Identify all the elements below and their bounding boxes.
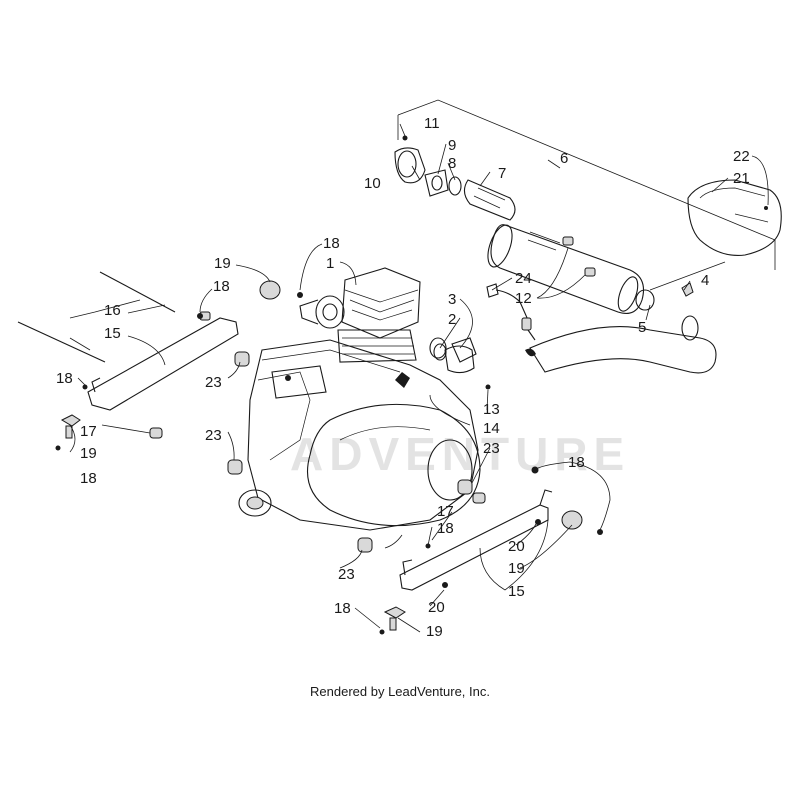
callout-19-right: 19 [508, 560, 525, 577]
callout-6: 6 [560, 150, 568, 167]
callout-23-c: 23 [483, 440, 500, 457]
callout-18-bottom: 18 [334, 600, 351, 617]
callout-19-top: 19 [214, 255, 231, 272]
callout-5: 5 [638, 319, 646, 336]
callout-18-rear-mid: 18 [437, 520, 454, 537]
callout-19-bottom: 19 [426, 623, 443, 640]
callout-20-b: 20 [428, 599, 445, 616]
leader-lines [69, 123, 769, 633]
callout-15-front: 15 [104, 325, 121, 342]
header-pipe-parts [394, 135, 516, 221]
callout-18-left-bottom: 18 [80, 470, 97, 487]
oxygen-sensor [486, 283, 536, 341]
callout-18-left-top: 18 [213, 278, 230, 295]
callout-17-rear: 17 [437, 503, 454, 520]
callout-2: 2 [448, 311, 456, 328]
heat-shield [687, 179, 782, 256]
callout-23-d: 23 [338, 566, 355, 583]
callout-24: 24 [515, 270, 532, 287]
callout-23-a: 23 [205, 374, 222, 391]
engine-assembly [238, 267, 481, 531]
callout-18-left-mid: 18 [56, 370, 73, 387]
callout-16: 16 [104, 302, 121, 319]
callout-12: 12 [515, 290, 532, 307]
callout-20-a: 20 [508, 538, 525, 555]
callout-19-left: 19 [80, 445, 97, 462]
tail-pipe [525, 282, 717, 374]
callout-3: 3 [448, 291, 456, 308]
muffler-body [487, 224, 645, 315]
exhaust-assembly-bracket [397, 99, 776, 291]
callout-18-top: 18 [323, 235, 340, 252]
rear-mount-bracket [399, 489, 553, 591]
callout-17-front: 17 [80, 423, 97, 440]
watermark-text: ADVENTURE [290, 428, 630, 480]
rendered-by-credit: Rendered by LeadVenture, Inc. [310, 684, 490, 699]
callout-8: 8 [448, 155, 456, 172]
callout-11: 11 [424, 115, 440, 132]
callout-7: 7 [498, 165, 506, 182]
callout-10: 10 [364, 175, 381, 192]
callout-14: 14 [483, 420, 500, 437]
callout-22: 22 [733, 148, 750, 165]
callout-9: 9 [448, 137, 456, 154]
callout-13: 13 [483, 401, 500, 418]
callout-23-b: 23 [205, 427, 222, 444]
callout-21: 21 [733, 170, 750, 187]
callout-labels: 18 1 19 18 16 15 18 23 17 23 19 18 11 9 … [56, 115, 750, 640]
callout-4: 4 [701, 272, 709, 289]
callout-15-rear: 15 [508, 583, 525, 600]
callout-18-right-top: 18 [568, 454, 585, 471]
callout-1: 1 [326, 255, 334, 272]
